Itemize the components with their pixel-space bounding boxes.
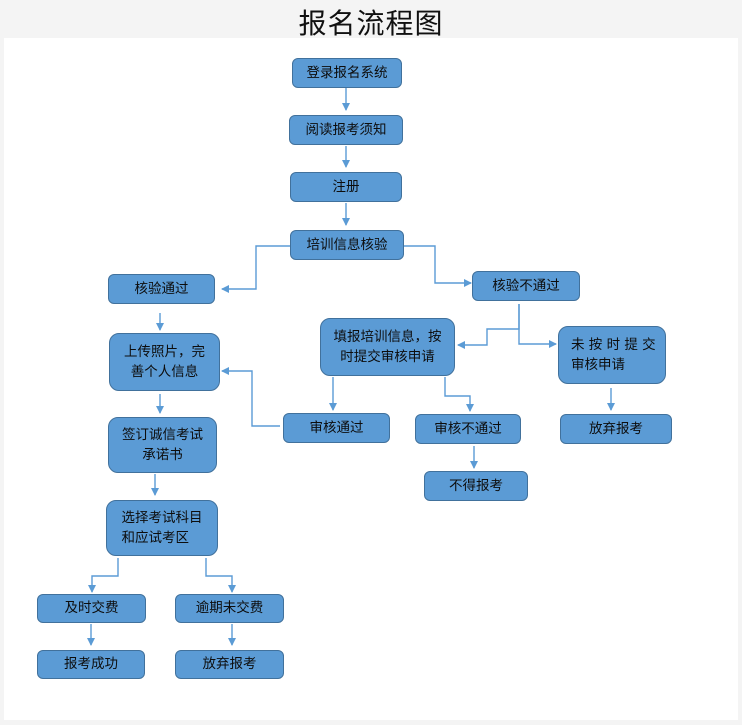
node-choose-subject: 选择考试科目 和应试考区 bbox=[106, 500, 218, 556]
arrow-verify-to-pass bbox=[221, 245, 290, 293]
node-no-submit-line1: 未 按 时 提 交 bbox=[571, 336, 656, 353]
node-refill-line2: 时提交审核申请 bbox=[340, 349, 435, 365]
arrow-choose-to-pay bbox=[88, 558, 119, 593]
node-no-submit-line2: 审核申请 bbox=[571, 357, 625, 373]
arrow-fail-to-nosubmit bbox=[518, 304, 557, 348]
node-give-up-2-label: 放弃报考 bbox=[202, 656, 257, 673]
node-cannot-apply: 不得报考 bbox=[424, 471, 528, 501]
diagram-title: 报名流程图 bbox=[298, 7, 444, 40]
arrow-review-pass-to-upload bbox=[221, 367, 280, 427]
node-verify-pass: 核验通过 bbox=[108, 274, 215, 304]
node-pay-overdue-label: 逾期未交费 bbox=[195, 600, 264, 617]
node-give-up-2: 放弃报考 bbox=[175, 650, 284, 679]
node-verify-fail-label: 核验不通过 bbox=[492, 277, 560, 294]
node-verify-info: 培训信息核验 bbox=[290, 230, 404, 260]
node-verify-pass-label: 核验通过 bbox=[134, 280, 189, 297]
node-verify-fail: 核验不通过 bbox=[472, 271, 580, 301]
node-login-label: 登录报名系统 bbox=[306, 64, 388, 81]
node-verify-info-label: 培训信息核验 bbox=[306, 236, 388, 253]
node-give-up-1: 放弃报考 bbox=[560, 414, 672, 444]
node-sign-line1: 签订诚信考试 bbox=[122, 426, 203, 443]
node-read-notice-label: 阅读报考须知 bbox=[305, 121, 387, 138]
node-choose-subject-line1: 选择考试科目 bbox=[121, 509, 203, 526]
node-sign-line2: 承诺书 bbox=[142, 447, 183, 463]
node-review-fail-label: 审核不通过 bbox=[434, 420, 502, 437]
arrow-choose-to-overdue bbox=[205, 558, 236, 593]
node-read-notice: 阅读报考须知 bbox=[289, 115, 403, 145]
node-apply-success: 报考成功 bbox=[37, 650, 145, 679]
node-review-pass-label: 审核通过 bbox=[309, 419, 364, 436]
node-register: 注册 bbox=[290, 172, 402, 202]
node-review-fail: 审核不通过 bbox=[415, 414, 521, 444]
arrow-refill-to-review-fail bbox=[444, 377, 474, 412]
node-refill-line1: 填报培训信息，按 bbox=[333, 328, 442, 345]
node-choose-subject-line2: 和应试考区 bbox=[121, 530, 190, 546]
node-upload-photo: 上传照片，完 善个人信息 bbox=[109, 333, 220, 391]
node-pay-on-time-label: 及时交费 bbox=[64, 600, 119, 617]
arrow-fail-to-refill bbox=[457, 304, 520, 349]
node-apply-success-label: 报考成功 bbox=[64, 656, 118, 673]
node-give-up-1-label: 放弃报考 bbox=[589, 420, 643, 437]
node-login: 登录报名系统 bbox=[292, 58, 402, 88]
node-no-submit: 未 按 时 提 交 审核申请 bbox=[558, 326, 666, 384]
node-upload-photo-line1: 上传照片，完 bbox=[124, 343, 205, 360]
node-upload-photo-line2: 善个人信息 bbox=[130, 364, 199, 380]
node-register-label: 注册 bbox=[332, 178, 360, 195]
arrow-verify-to-fail bbox=[404, 245, 472, 287]
node-pay-overdue: 逾期未交费 bbox=[175, 594, 284, 623]
node-pay-on-time: 及时交费 bbox=[37, 594, 146, 623]
node-refill: 填报培训信息，按 时提交审核申请 bbox=[320, 318, 455, 376]
node-review-pass: 审核通过 bbox=[283, 413, 390, 443]
node-cannot-apply-label: 不得报考 bbox=[449, 477, 503, 494]
node-sign: 签订诚信考试 承诺书 bbox=[108, 417, 217, 473]
